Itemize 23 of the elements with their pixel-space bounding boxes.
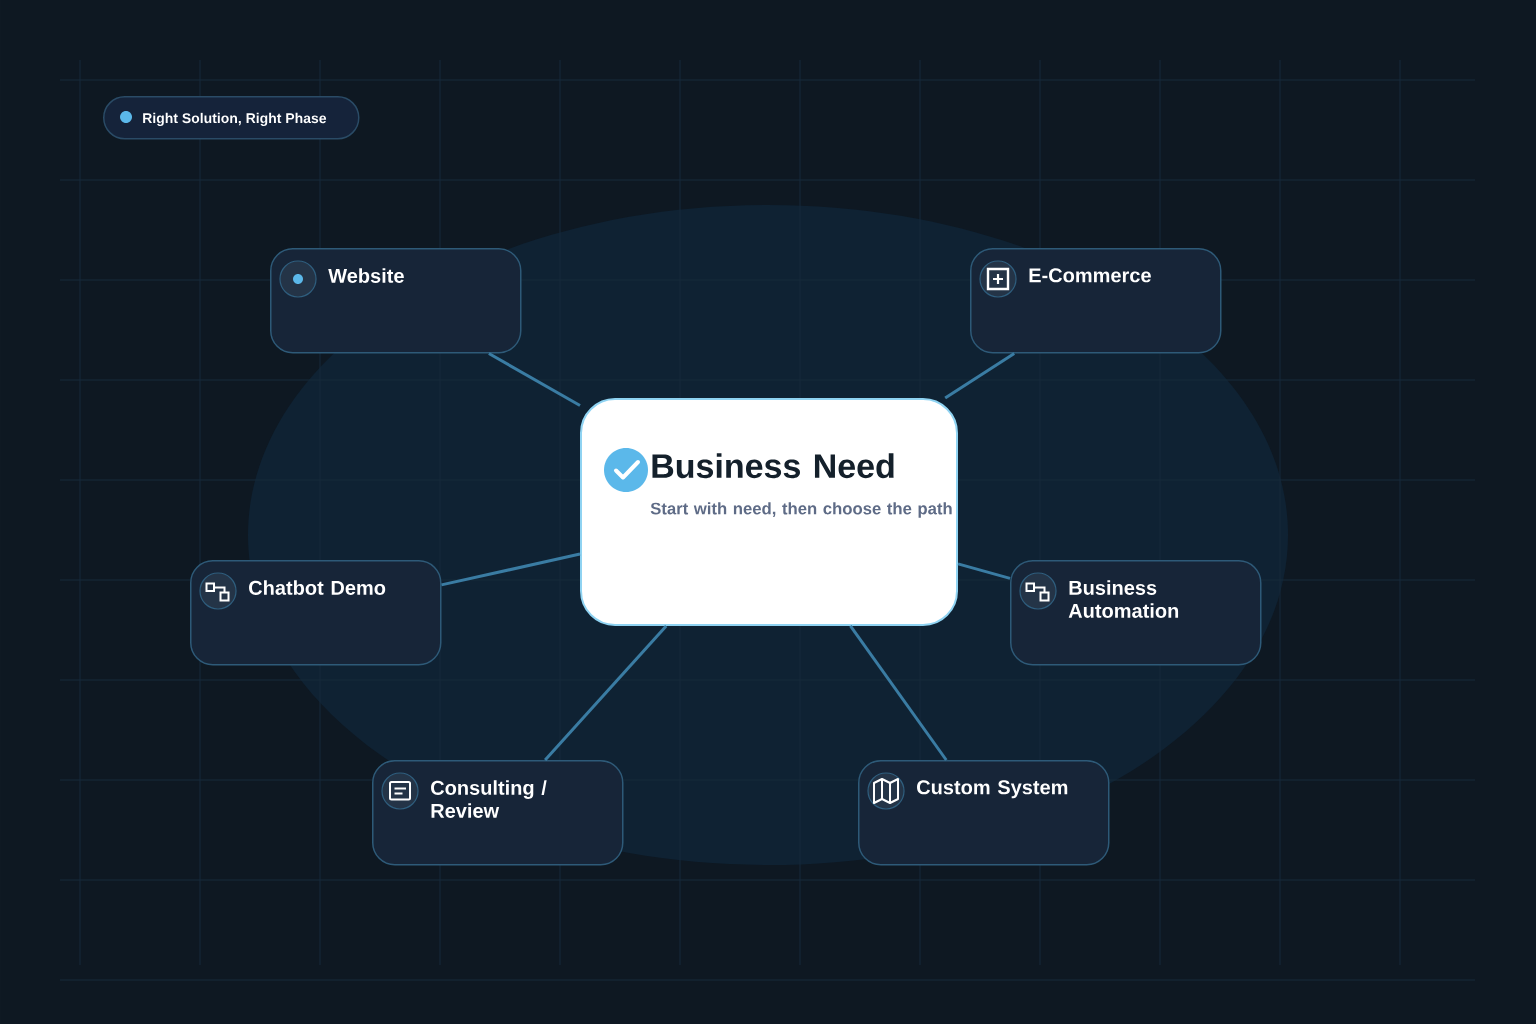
service-card xyxy=(372,760,624,866)
card-title: Chatbot Demo xyxy=(249,580,386,595)
connector-line xyxy=(441,552,581,587)
connector-line xyxy=(544,625,668,761)
connector-line xyxy=(849,625,948,761)
connector-line xyxy=(944,352,1016,400)
service-card xyxy=(270,248,522,354)
card-title: Consulting / Review xyxy=(431,780,547,818)
service-card xyxy=(1010,560,1262,666)
badge-pill xyxy=(103,96,360,140)
card-title: Website xyxy=(328,268,404,283)
hub-title: Business Need xyxy=(652,453,894,479)
hub-card xyxy=(580,398,958,626)
hub-subtitle: Start with need, then choose the path xyxy=(650,502,952,518)
card-title: Business Automation xyxy=(1068,580,1179,618)
service-card xyxy=(190,560,442,666)
service-card xyxy=(970,248,1222,354)
service-card xyxy=(858,760,1110,866)
badge-text: Right Solution, Right Phase xyxy=(143,112,327,126)
card-title: E-Commerce xyxy=(1029,268,1151,283)
connector-line xyxy=(957,562,1011,580)
connector-line xyxy=(488,352,581,407)
card-title: Custom System xyxy=(917,780,1068,799)
